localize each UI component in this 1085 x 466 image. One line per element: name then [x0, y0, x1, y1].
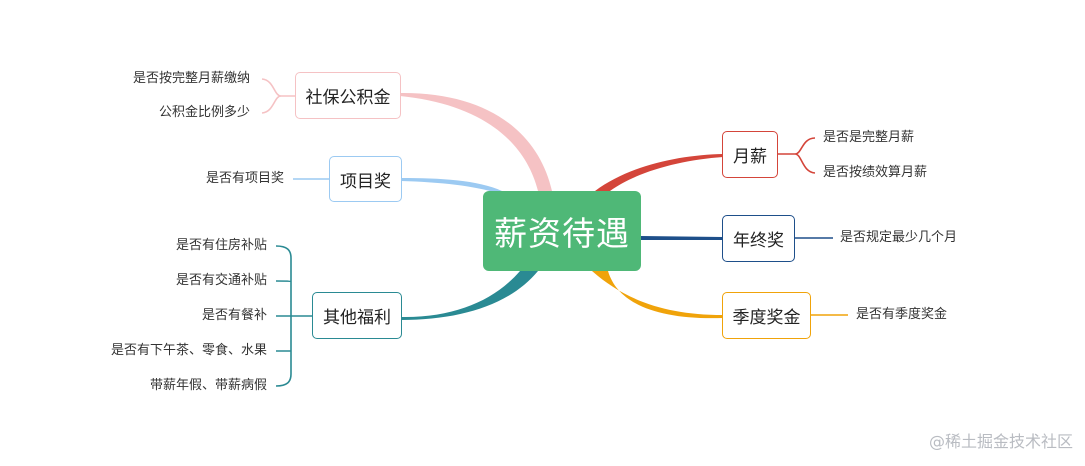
- topic-other-benefits[interactable]: 其他福利: [312, 292, 402, 339]
- connector-quarterly-bonus: [592, 271, 723, 319]
- leaf-other-benefits-4[interactable]: 是否有下午茶、零食、水果: [110, 343, 267, 358]
- leaf-social-insurance-2[interactable]: 公积金比例多少: [158, 105, 250, 120]
- topic-social-insurance[interactable]: 社保公积金: [295, 72, 401, 119]
- topic-monthly-salary[interactable]: 月薪: [722, 131, 778, 178]
- leaf-quarterly-bonus-1[interactable]: 是否有季度奖金: [856, 307, 948, 322]
- leaf-project-bonus-1[interactable]: 是否有项目奖: [205, 171, 284, 186]
- topic-project-bonus[interactable]: 项目奖: [329, 156, 402, 202]
- connector-social-insurance: [400, 92, 552, 191]
- leaf-bracket-other-benefits: [275, 245, 313, 387]
- connector-project-bonus: [401, 178, 502, 193]
- leaf-bracket-monthly-salary: [778, 137, 816, 174]
- connector-other-benefits: [401, 271, 538, 320]
- leaf-monthly-salary-2[interactable]: 是否按绩效算月薪: [823, 165, 928, 180]
- connector-year-end-bonus: [641, 236, 723, 240]
- leaf-other-benefits-3[interactable]: 是否有餐补: [201, 308, 267, 323]
- leaf-bracket-social-insurance: [261, 78, 296, 114]
- leaf-social-insurance-1[interactable]: 是否按完整月薪缴纳: [132, 71, 250, 86]
- topic-year-end-bonus[interactable]: 年终奖: [722, 215, 795, 262]
- root-topic[interactable]: 薪资待遇: [483, 191, 641, 271]
- topic-quarterly-bonus[interactable]: 季度奖金: [722, 292, 811, 339]
- leaf-other-benefits-5[interactable]: 带薪年假、带薪病假: [149, 378, 267, 393]
- leaf-monthly-salary-1[interactable]: 是否是完整月薪: [823, 130, 915, 145]
- leaf-other-benefits-1[interactable]: 是否有住房补贴: [175, 238, 267, 253]
- watermark: @稀土掘金技术社区: [928, 432, 1073, 451]
- connector-monthly-salary: [595, 154, 723, 191]
- leaf-year-end-bonus-1[interactable]: 是否规定最少几个月: [840, 230, 958, 245]
- leaf-other-benefits-2[interactable]: 是否有交通补贴: [175, 273, 267, 288]
